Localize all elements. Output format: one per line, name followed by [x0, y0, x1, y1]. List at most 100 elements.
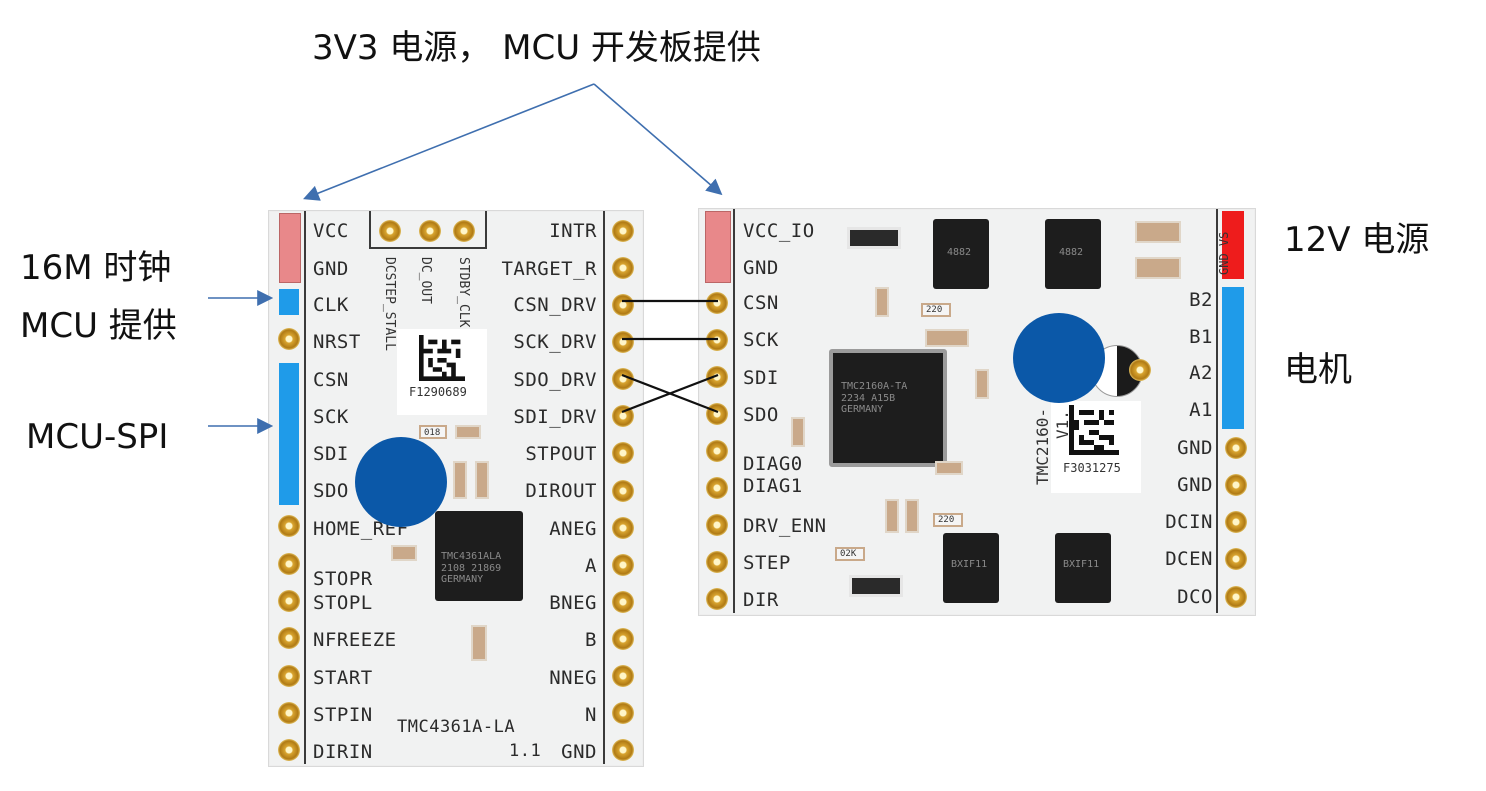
right-header-outline	[603, 211, 641, 764]
mosfet-text: 4882	[947, 247, 972, 258]
pad	[1129, 359, 1151, 381]
tmc2160-board: VCC_IO GND CSN SCK SDI SDO DIAG0 DIAG1 D…	[698, 208, 1256, 616]
pad	[612, 331, 634, 353]
left-header-outline	[699, 209, 735, 613]
smd-part	[875, 287, 889, 317]
vccio-marker	[705, 211, 731, 283]
mosfet-text: 4882	[1059, 247, 1084, 258]
smd-part	[925, 329, 969, 347]
top-label-stdby-clk: STDBY_CLK	[456, 257, 471, 328]
clock-annotation-line1: 16M 时钟	[20, 248, 172, 288]
smd-part-220-label: 220	[926, 305, 943, 315]
mosfet-text: BXIF11	[951, 559, 988, 570]
drv-pin-gnd: GND	[743, 257, 779, 279]
smd-part	[391, 545, 417, 561]
mosfet	[933, 219, 989, 289]
right-pin-sdi-drv: SDI_DRV	[513, 406, 597, 428]
left-pin-stopl: STOPL	[313, 592, 373, 614]
smd-part	[1135, 221, 1181, 243]
drv-pin-b2: B2	[1189, 289, 1213, 311]
top-header-outline	[369, 211, 487, 249]
pad	[612, 665, 634, 687]
pad	[278, 553, 300, 575]
drv-pin-a1: A1	[1189, 399, 1213, 421]
qr-code-right-text: F3031275	[1063, 461, 1121, 475]
arrow-to-vcc-right	[593, 83, 723, 196]
v12-marker	[1222, 211, 1244, 279]
pad	[706, 514, 728, 536]
motor-marker	[1222, 287, 1244, 429]
smd-part	[453, 461, 467, 499]
top-label-dc-out: DC_OUT	[418, 257, 433, 304]
pad	[278, 590, 300, 612]
right-header-outline	[1216, 209, 1254, 613]
left-pin-clk: CLK	[313, 294, 349, 316]
drv-board-version: V1.	[1053, 410, 1072, 439]
pad	[1225, 511, 1247, 533]
pad	[612, 591, 634, 613]
qr-code-left-text: F1290689	[409, 385, 467, 399]
drv-board-name: TMC2160-	[1033, 407, 1052, 485]
drv-pin-sdo: SDO	[743, 404, 779, 426]
spi-annotation: MCU-SPI	[26, 417, 169, 457]
smd-part	[1135, 257, 1181, 279]
board-version: 1.1	[509, 741, 542, 761]
resistor	[847, 227, 901, 249]
right-pin-target-r: TARGET_R	[501, 258, 597, 280]
top-label-dcstep-stall: DCSTEP_STALL	[382, 257, 397, 351]
pad	[706, 551, 728, 573]
qr-code-left: F1290689	[397, 329, 487, 415]
left-pin-start: START	[313, 667, 373, 689]
left-pin-nfreeze: NFREEZE	[313, 629, 397, 651]
smd-part-018	[419, 425, 447, 439]
right-pin-nneg: NNEG	[549, 667, 597, 689]
smd-part-02k-label: 02K	[840, 549, 857, 559]
pad	[612, 442, 634, 464]
left-pin-sdo: SDO	[313, 480, 349, 502]
pad	[1225, 474, 1247, 496]
tmc4361-board: VCC GND CLK NRST CSN SCK SDI SDO HOME_RE…	[268, 210, 644, 767]
pad	[706, 588, 728, 610]
drv-label-gnd-vs: GND VS	[1217, 231, 1231, 275]
pad	[278, 328, 300, 350]
right-pin-sck-drv: SCK_DRV	[513, 331, 597, 353]
left-pin-gnd: GND	[313, 258, 349, 280]
drv-pin-gnd-1: GND	[1177, 437, 1213, 459]
clk-marker	[279, 289, 299, 315]
drv-pin-diag1: DIAG1	[743, 475, 803, 497]
smd-part	[905, 499, 919, 533]
pad	[419, 220, 441, 242]
right-pin-a: A	[585, 555, 597, 577]
pad	[612, 517, 634, 539]
right-pin-b: B	[585, 629, 597, 651]
resistor	[849, 575, 903, 597]
pad	[1225, 548, 1247, 570]
drv-pin-sdi: SDI	[743, 367, 779, 389]
left-pin-sdi: SDI	[313, 443, 349, 465]
drv-pin-csn: CSN	[743, 292, 779, 314]
pad	[612, 257, 634, 279]
smd-part-018-label: 018	[424, 428, 441, 438]
mosfet	[1045, 219, 1101, 289]
drv-pin-dir: DIR	[743, 589, 779, 611]
drv-pin-vcc-io: VCC_IO	[743, 220, 815, 242]
pad	[612, 220, 634, 242]
vcc-marker	[279, 213, 301, 283]
drv-pin-dcen: DCEN	[1165, 548, 1213, 570]
pad	[278, 702, 300, 724]
blue-sticker-dot	[355, 437, 447, 527]
pad	[612, 739, 634, 761]
right-pin-csn-drv: CSN_DRV	[513, 294, 597, 316]
pad	[453, 220, 475, 242]
top-annotation: 3V3 电源， MCU 开发板提供	[312, 28, 761, 68]
right-pin-aneg: ANEG	[549, 518, 597, 540]
pad	[278, 665, 300, 687]
pad	[612, 294, 634, 316]
smd-part	[475, 461, 489, 499]
left-pin-dirin: DIRIN	[313, 741, 373, 763]
pad	[278, 739, 300, 761]
left-pin-vcc: VCC	[313, 220, 349, 242]
smd-part-220-label: 220	[938, 515, 955, 525]
right-pin-n: N	[585, 704, 597, 726]
left-pin-nrst: NRST	[313, 331, 361, 353]
